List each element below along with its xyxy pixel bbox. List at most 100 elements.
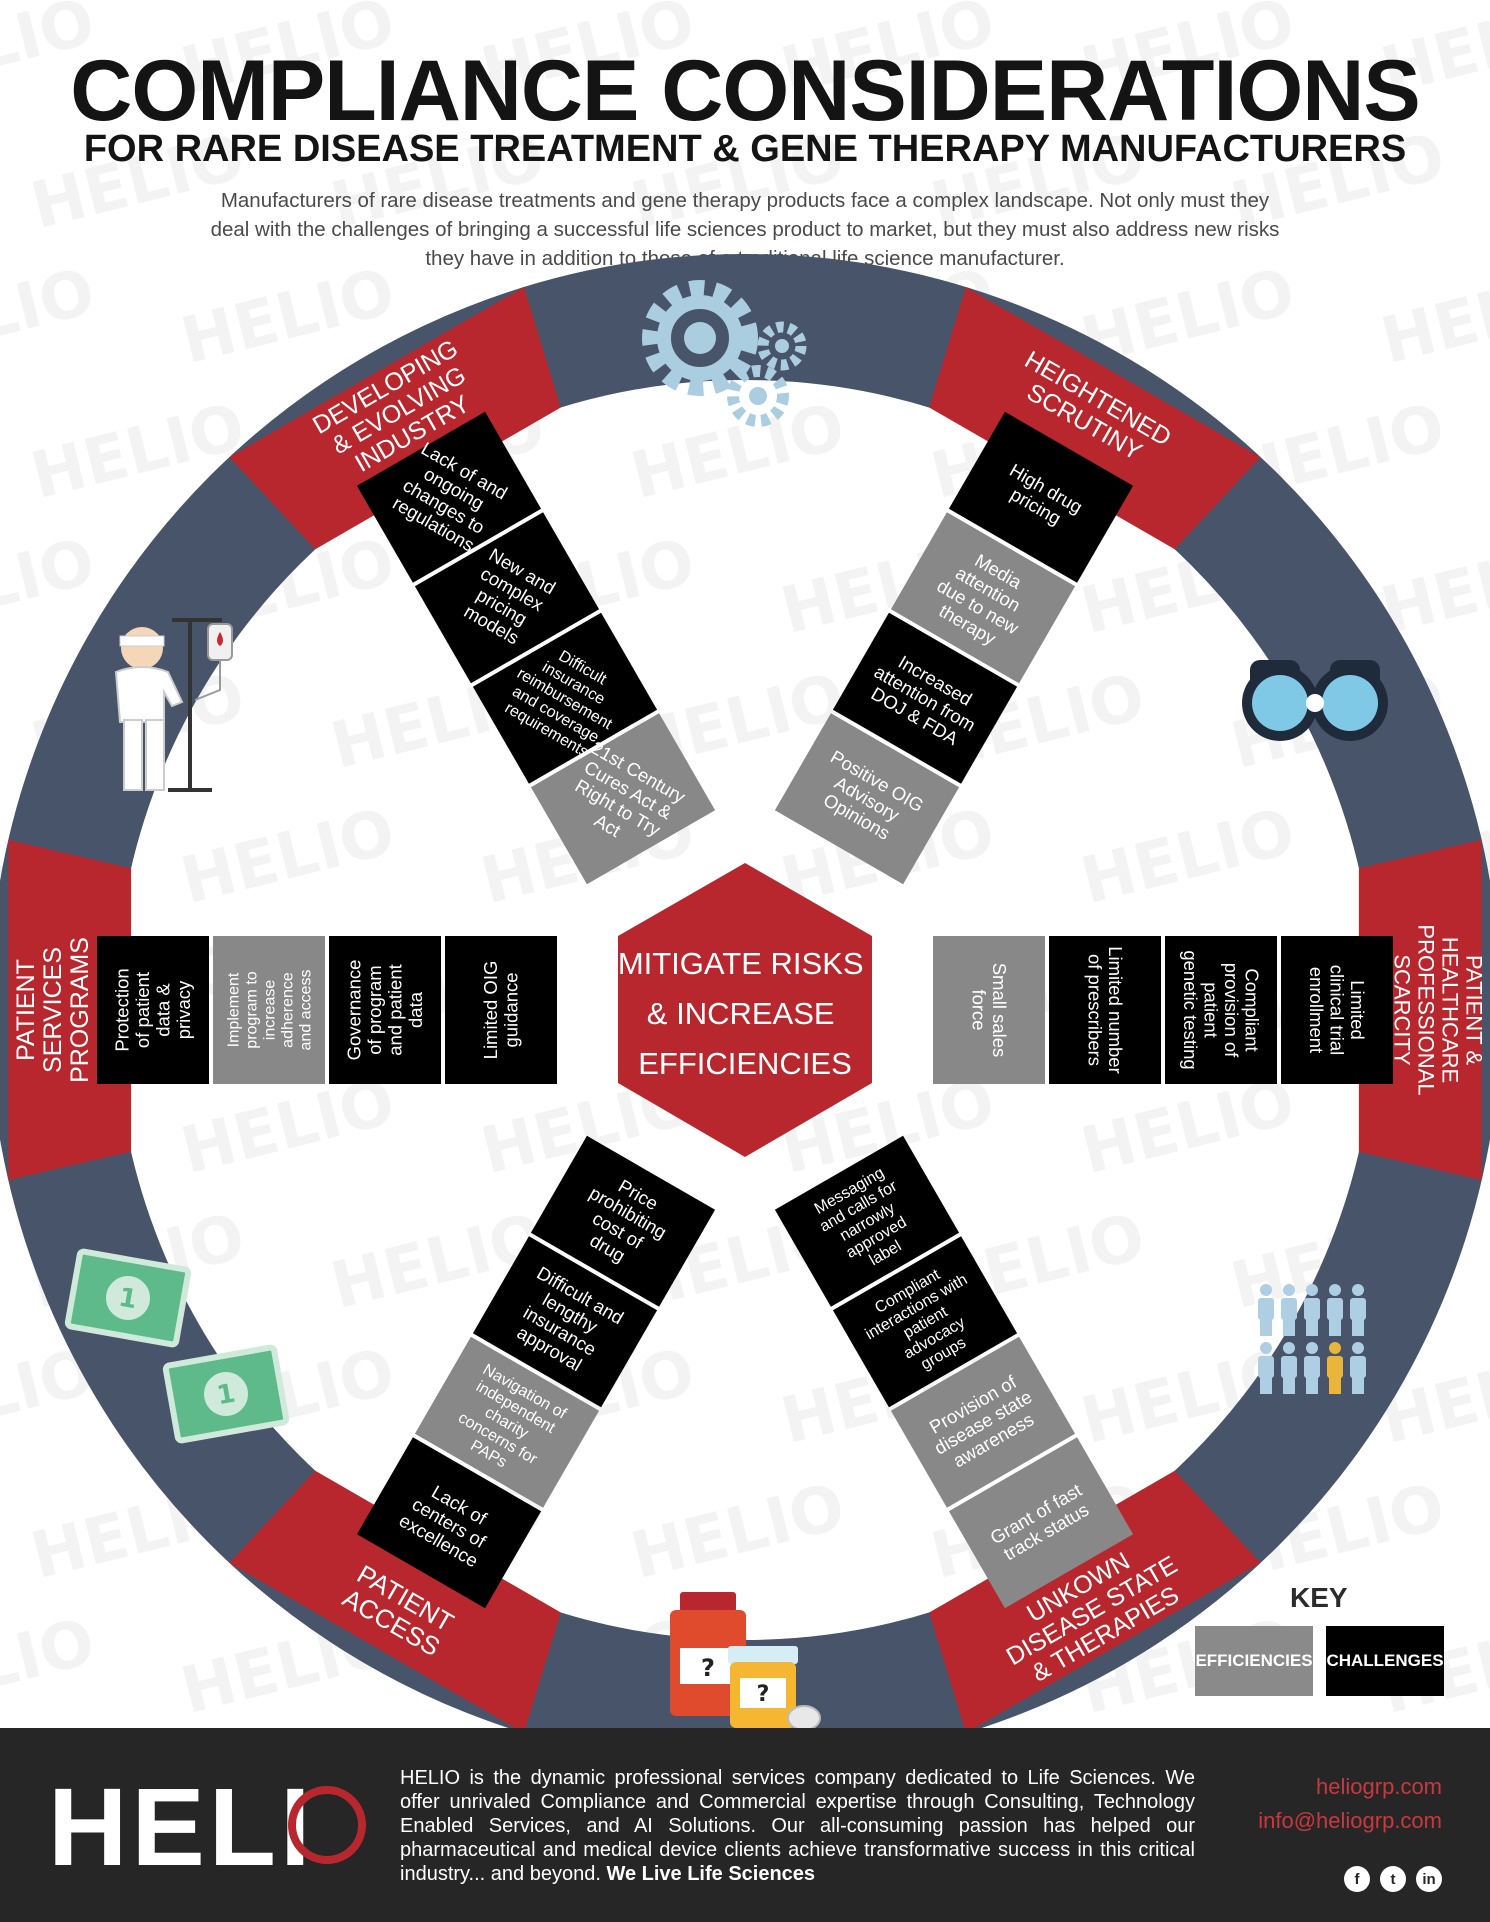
cell-text-line: provision of [1221,963,1242,1058]
money-glyph: 1 [116,1283,139,1316]
person-legs [1260,1376,1272,1394]
cell-bg [97,936,209,1084]
cell-text-line: genetic testing [1180,950,1201,1069]
logo-ring-icon [288,1786,366,1864]
pill-glyph: ? [757,1682,770,1707]
category-label-line: SCARCITY [1389,954,1414,1066]
cell-text-group: Limited numberof prescribers [1084,946,1126,1074]
intro-line: Manufacturers of rare disease treatments… [220,189,1270,212]
cell-bg [774,1135,960,1307]
challenge-cell: Priceprohibitingcost ofdrug [530,1135,716,1307]
person-legs [1352,1318,1364,1336]
center-line: & INCREASE [647,996,835,1031]
person-legs [1306,1318,1318,1336]
email-link[interactable]: info@heliogrp.com [1258,1808,1442,1833]
person-icon [1283,1342,1295,1354]
person-body [1258,1356,1274,1378]
cell-text-line: privacy [173,980,194,1039]
cell-bg [356,411,542,583]
cell-bg [414,1336,600,1508]
cell-text: Implementprogram toincreaseadherenceand … [226,970,315,1051]
category-segment [1358,839,1482,1181]
logo-text: HELI [48,1766,315,1889]
website-link[interactable]: heliogrp.com [1316,1774,1442,1799]
category-segment [229,1470,561,1728]
challenge-cell: Protectionof patientdata &privacy [97,936,209,1084]
cell-bg [890,1336,1076,1508]
person-icon [1260,1284,1272,1296]
category-scarcity: PATIENT &HEALTHCAREPROFESSIONALSCARCITY [1389,924,1486,1095]
cell-bg [530,1135,716,1307]
about-text: HELIO is the dynamic professional servic… [400,1766,1195,1886]
cell-text-group: Limitedclinical trialenrollment [1306,965,1368,1055]
person-icon [1306,1284,1318,1296]
cell-bg [933,936,1045,1084]
linkedin-icon[interactable]: in [1416,1866,1442,1892]
cell-text-line: guidance [501,972,522,1047]
social-links: f t in [1344,1866,1442,1892]
cell-text-line: Compliant [1241,968,1262,1051]
cell-text-group: Protectionof patientdata &privacy [112,968,195,1051]
challenge-cell: Compliantinteractions withpatientadvocac… [832,1236,1018,1408]
efficiency-cell: Small salesforce [933,936,1045,1084]
challenge-cell: Limitedclinical trialenrollment [1281,936,1393,1084]
category-label-line: PATIENT [12,959,40,1061]
cell-text-line: and patient [385,964,406,1056]
cell-bg [774,713,960,885]
footer: HELI HELIO is the dynamic professional s… [0,1728,1490,1922]
cell-text-line: data & [153,983,174,1037]
cell-text: Protectionof patientdata &privacy [112,968,195,1051]
person-icon [1352,1284,1364,1296]
efficiency-cell: Grant of fasttrack status [948,1437,1134,1609]
cell-text-line: Limited [1347,980,1368,1040]
patient-iv-icon [114,618,233,792]
gears-icon [642,280,807,427]
category-label-line: PROGRAMS [66,937,94,1083]
cell-text-line: of patient [132,972,153,1048]
person-body [1258,1298,1274,1320]
challenge-cell: New andcomplexpricingmodels [414,512,600,684]
key-title: KEY [1290,1582,1348,1613]
challenge-cell: Messagingand calls fornarrowlyapprovedla… [774,1135,960,1307]
person-icon [1306,1342,1318,1354]
cell-text-group: Implementprogram toincreaseadherenceand … [226,970,315,1051]
cell-text-line: program to [244,971,261,1048]
person-body [1304,1356,1320,1378]
challenge-cell: Lack of andongoingchanges toregulations [356,411,542,583]
category-segment [929,287,1261,550]
cell-bg [1281,936,1393,1084]
center-line: MITIGATE RISKS [618,946,864,981]
facebook-icon[interactable]: f [1344,1866,1370,1892]
cell-text: Governanceof programand patientdata [344,960,427,1061]
cell-text: Limited numberof prescribers [1084,946,1126,1074]
binoculars-icon [1242,660,1388,741]
cell-text-line: Implement [226,972,243,1047]
person-legs [1352,1376,1364,1394]
intro-paragraph: Manufacturers of rare disease treatments… [160,186,1330,273]
person-body [1281,1356,1297,1378]
cell-text-line: adherence [280,972,297,1048]
spoke-left: Protectionof patientdata &privacy Impleme… [97,936,557,1084]
cell-text-group: Compliantprovision ofpatientgenetic test… [1180,950,1263,1069]
center-line: EFFICIENCIES [638,1046,852,1081]
challenge-cell: Difficult andlengthyinsuranceapproval [472,1236,658,1408]
person-body [1327,1356,1343,1378]
cell-text: Small salesforce [968,963,1010,1058]
twitter-icon[interactable]: t [1380,1866,1406,1892]
about-body: HELIO is the dynamic professional servic… [400,1767,1195,1885]
person-icon [1329,1284,1341,1296]
cell-text-line: increase [262,980,279,1041]
person-icon [1283,1284,1295,1296]
challenge-cell: Compliantprovision ofpatientgenetic test… [1165,936,1277,1084]
cell-text-line: patient [1200,982,1221,1038]
efficiency-cell: Provision ofdisease stateawareness [890,1336,1076,1508]
person-body [1350,1356,1366,1378]
person-body [1304,1298,1320,1320]
cell-bg [1049,936,1161,1084]
spokes: Lack of andongoingchanges toregulationsN… [97,411,1393,1609]
cell-text-line: Governance [344,960,365,1061]
person-legs [1283,1318,1295,1336]
